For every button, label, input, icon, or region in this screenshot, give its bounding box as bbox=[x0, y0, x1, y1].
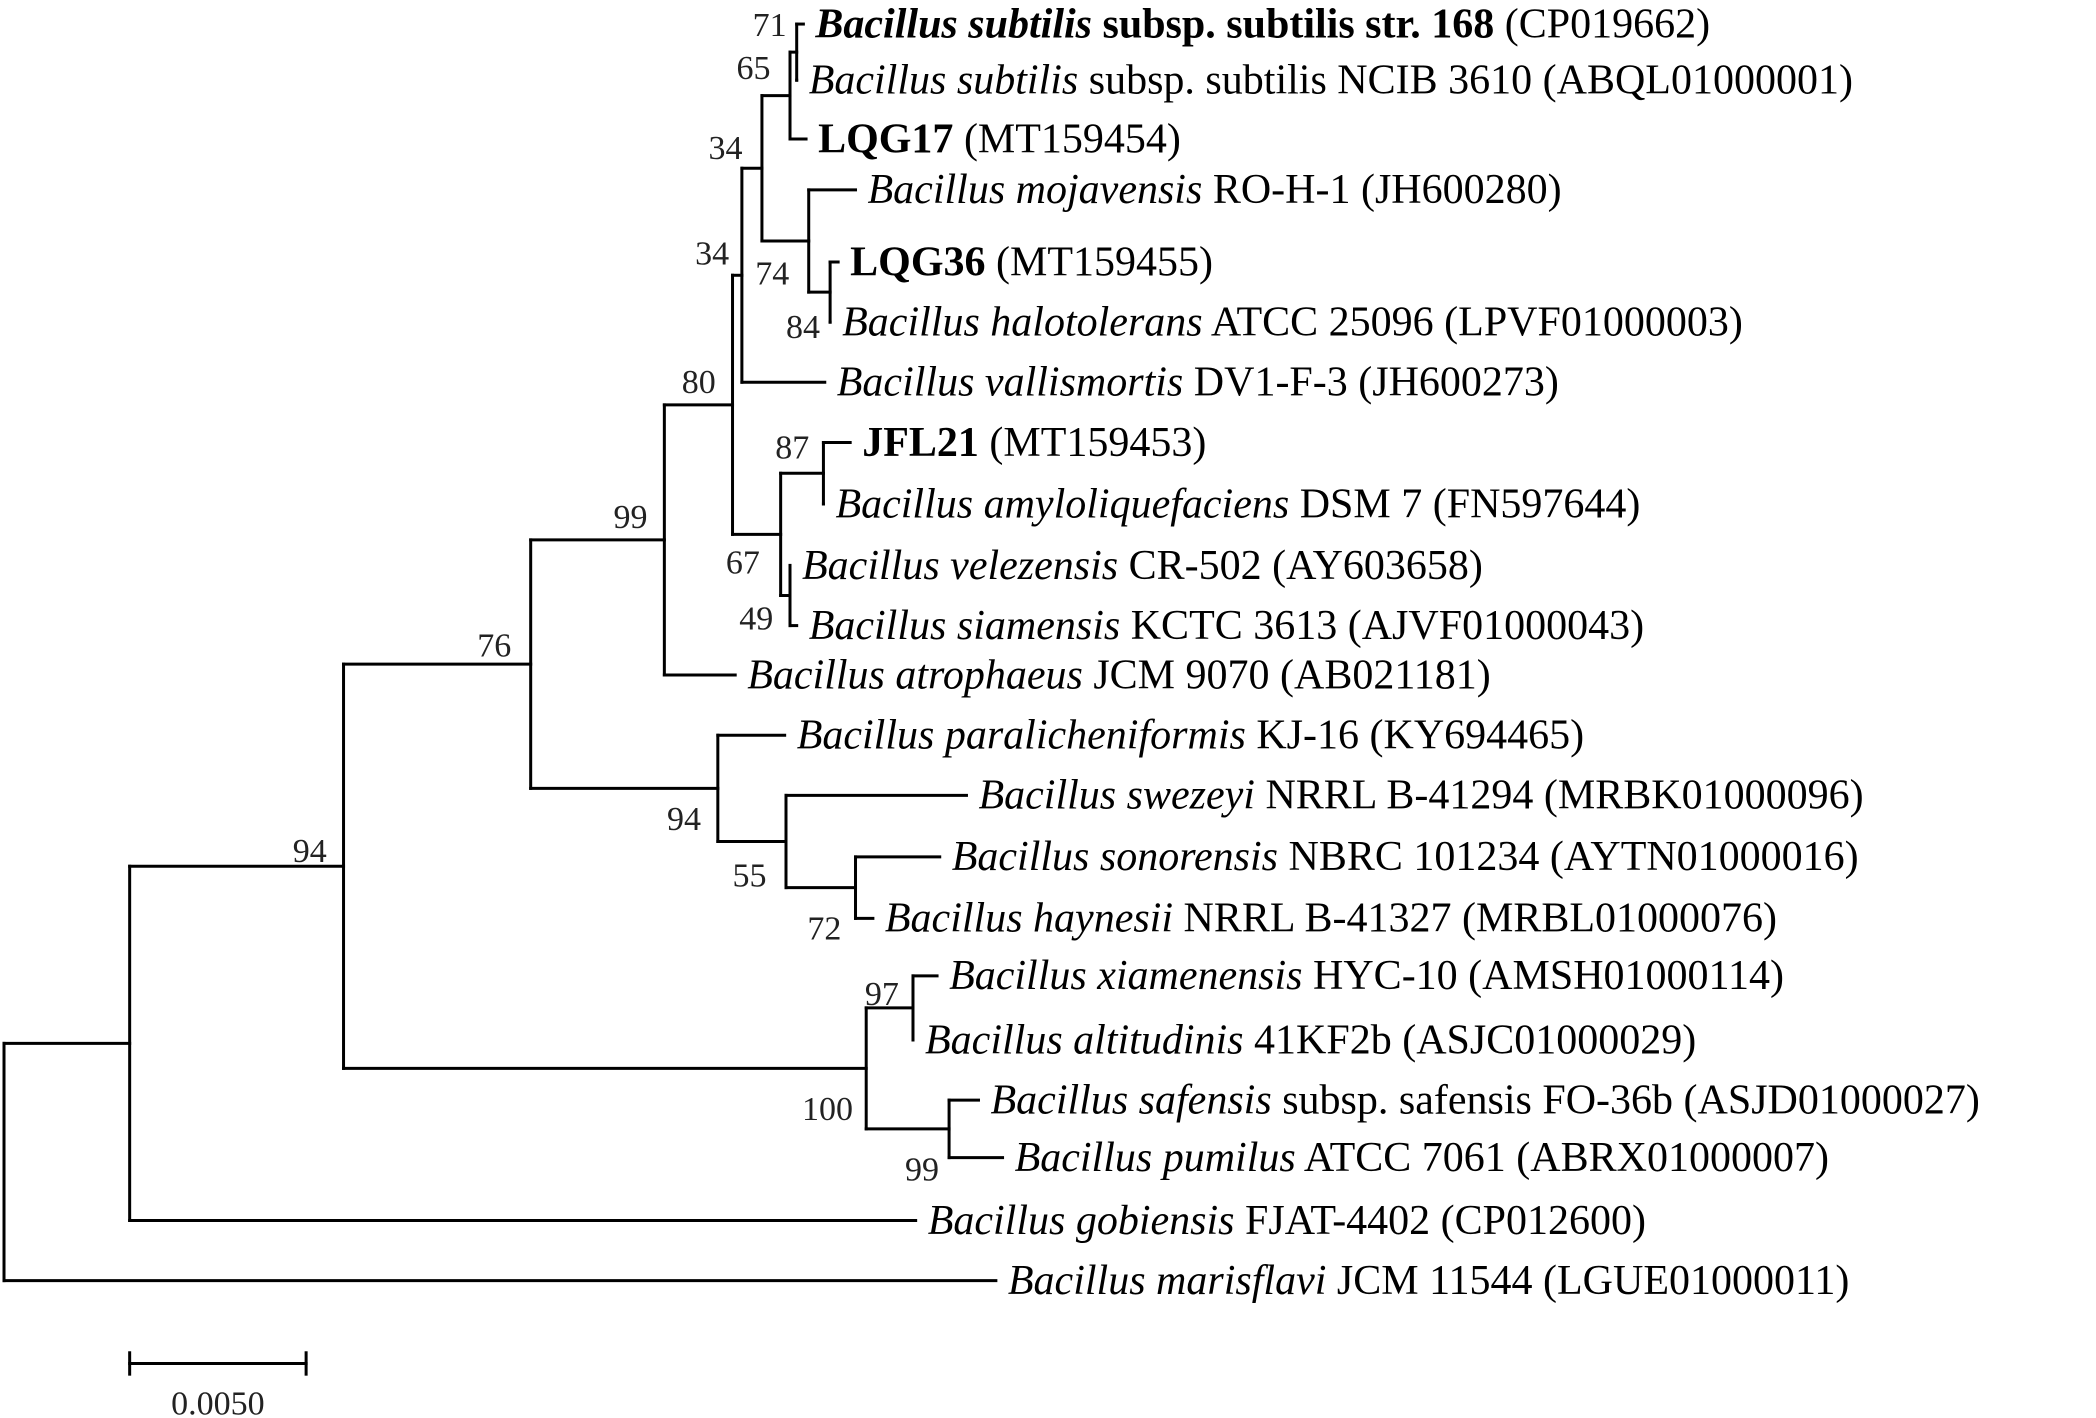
taxon-label-part: Bacillus velezensis bbox=[802, 543, 1118, 589]
taxon-label: Bacillus marisflavi JCM 11544 (LGUE01000… bbox=[1008, 1258, 1850, 1304]
taxon-label-part: (MT159454) bbox=[953, 116, 1180, 162]
bootstrap-value: 99 bbox=[614, 499, 648, 536]
taxon-label-part: subsp. subtilis NCIB 3610 (ABQL01000001) bbox=[1078, 58, 1853, 104]
bootstrap-value: 72 bbox=[807, 911, 841, 948]
taxon-label-part: 41KF2b (ASJC01000029) bbox=[1244, 1017, 1697, 1063]
bootstrap-value: 76 bbox=[477, 627, 511, 664]
taxon-label-part: NRRL B-41327 (MRBL01000076) bbox=[1173, 896, 1777, 942]
taxon-label-part: Bacillus xiamenensis bbox=[949, 953, 1302, 999]
taxon-label-part: JCM 11544 (LGUE01000011) bbox=[1326, 1258, 1849, 1304]
taxon-label: Bacillus mojavensis RO-H-1 (JH600280) bbox=[868, 167, 1562, 213]
taxon-label: Bacillus vallismortis DV1-F-3 (JH600273) bbox=[837, 360, 1559, 406]
bootstrap-value: 97 bbox=[865, 976, 899, 1013]
taxon-label: Bacillus subtilis subsp. subtilis str. 1… bbox=[814, 1, 1710, 47]
taxon-label-part: JFL21 bbox=[862, 420, 979, 466]
bootstrap-value: 74 bbox=[755, 256, 789, 293]
taxon-label-part: Bacillus sonorensis bbox=[952, 834, 1278, 880]
taxon-label: Bacillus haynesii NRRL B-41327 (MRBL0100… bbox=[885, 896, 1777, 942]
taxon-label-part: Bacillus subtilis bbox=[814, 1, 1092, 47]
taxon-label: Bacillus swezeyi NRRL B-41294 (MRBK01000… bbox=[978, 773, 1863, 819]
scale-bar-label: 0.0050 bbox=[171, 1385, 265, 1418]
taxon-label-part: Bacillus altitudinis bbox=[925, 1017, 1244, 1063]
bootstrap-value: 49 bbox=[739, 601, 773, 638]
taxon-label: LQG36 (MT159455) bbox=[850, 239, 1213, 285]
taxon-label-part: LQG17 bbox=[818, 116, 953, 162]
taxon-label: Bacillus atrophaeus JCM 9070 (AB021181) bbox=[747, 652, 1491, 698]
taxon-label: Bacillus sonorensis NBRC 101234 (AYTN010… bbox=[952, 834, 1859, 880]
taxon-label: LQG17 (MT159454) bbox=[818, 116, 1181, 162]
bootstrap-value: 94 bbox=[293, 833, 327, 870]
taxon-label: Bacillus velezensis CR-502 (AY603658) bbox=[802, 543, 1483, 589]
taxon-label: Bacillus paralicheniformis KJ-16 (KY6944… bbox=[797, 713, 1584, 759]
taxon-label-part: NRRL B-41294 (MRBK01000096) bbox=[1255, 773, 1864, 819]
taxon-label: Bacillus siamensis KCTC 3613 (AJVF010000… bbox=[809, 603, 1644, 649]
taxon-label-part: ATCC 25096 (LPVF01000003) bbox=[1203, 300, 1743, 346]
taxon-label-part: Bacillus haynesii bbox=[885, 896, 1173, 942]
bootstrap-value: 99 bbox=[905, 1151, 939, 1188]
taxon-label-part: Bacillus siamensis bbox=[809, 603, 1121, 649]
taxon-label-part: HYC-10 (AMSH01000114) bbox=[1303, 953, 1784, 999]
taxon-label-part: Bacillus amyloliquefaciens bbox=[835, 481, 1289, 527]
bootstrap-value: 94 bbox=[667, 801, 701, 838]
taxon-label-part: Bacillus swezeyi bbox=[978, 773, 1254, 819]
taxon-label: Bacillus safensis subsp. safensis FO-36b… bbox=[991, 1078, 1980, 1124]
taxon-label-part: ATCC 7061 (ABRX01000007) bbox=[1296, 1135, 1829, 1181]
taxon-label: Bacillus altitudinis 41KF2b (ASJC0100002… bbox=[925, 1017, 1696, 1063]
taxon-label-part: (CP019662) bbox=[1494, 1, 1710, 47]
taxon-label: Bacillus xiamenensis HYC-10 (AMSH0100011… bbox=[949, 953, 1784, 999]
taxon-label-part: Bacillus mojavensis bbox=[868, 167, 1203, 213]
taxon-label-part: JCM 9070 (AB021181) bbox=[1083, 652, 1491, 698]
taxon-label-part: NBRC 101234 (AYTN01000016) bbox=[1278, 834, 1859, 880]
taxon-label-part: KCTC 3613 (AJVF01000043) bbox=[1120, 603, 1644, 649]
bootstrap-value: 34 bbox=[708, 130, 742, 167]
taxon-label-part: subsp. safensis FO-36b (ASJD01000027) bbox=[1272, 1078, 1980, 1124]
bootstrap-value: 100 bbox=[802, 1091, 853, 1128]
taxon-label-part: Bacillus atrophaeus bbox=[747, 652, 1083, 698]
taxon-label-part: (MT159455) bbox=[986, 239, 1213, 285]
taxon-label-part: Bacillus pumilus bbox=[1015, 1135, 1296, 1181]
bootstrap-value: 34 bbox=[695, 236, 729, 273]
bootstrap-value: 84 bbox=[786, 309, 820, 346]
taxon-label: Bacillus halotolerans ATCC 25096 (LPVF01… bbox=[842, 300, 1743, 346]
bootstrap-value: 55 bbox=[733, 857, 767, 894]
taxon-label-part: Bacillus gobiensis bbox=[928, 1198, 1235, 1244]
taxon-label: Bacillus subtilis subsp. subtilis NCIB 3… bbox=[809, 58, 1853, 104]
taxon-label-part: Bacillus halotolerans bbox=[842, 300, 1202, 346]
taxon-label-part: (MT159453) bbox=[979, 420, 1206, 466]
taxon-label-part: Bacillus vallismortis bbox=[837, 360, 1184, 406]
bootstrap-value: 67 bbox=[726, 544, 760, 581]
taxon-label: Bacillus gobiensis FJAT-4402 (CP012600) bbox=[928, 1198, 1646, 1244]
taxon-label-part: DV1-F-3 (JH600273) bbox=[1183, 360, 1559, 406]
taxon-label-part: FJAT-4402 (CP012600) bbox=[1235, 1198, 1647, 1244]
bootstrap-value: 65 bbox=[737, 50, 771, 87]
taxon-label-part: subsp. subtilis str. 168 bbox=[1092, 1, 1494, 47]
taxon-label-part: LQG36 bbox=[850, 239, 985, 285]
taxon-label: Bacillus amyloliquefaciens DSM 7 (FN5976… bbox=[835, 481, 1640, 527]
taxon-label-part: Bacillus safensis bbox=[991, 1078, 1272, 1124]
taxon-label-part: Bacillus marisflavi bbox=[1008, 1258, 1327, 1304]
bootstrap-value: 80 bbox=[682, 364, 716, 401]
bootstrap-value: 87 bbox=[775, 430, 809, 467]
taxon-label-part: Bacillus paralicheniformis bbox=[797, 713, 1246, 759]
taxon-label-part: CR-502 (AY603658) bbox=[1118, 543, 1483, 589]
taxon-label-part: Bacillus subtilis bbox=[809, 58, 1079, 104]
bootstrap-value: 71 bbox=[753, 7, 787, 44]
taxon-label: JFL21 (MT159453) bbox=[862, 420, 1206, 466]
taxon-label-part: DSM 7 (FN597644) bbox=[1289, 481, 1640, 527]
taxon-label-part: RO-H-1 (JH600280) bbox=[1202, 167, 1561, 213]
taxon-label-part: KJ-16 (KY694465) bbox=[1246, 713, 1584, 759]
taxon-label: Bacillus pumilus ATCC 7061 (ABRX01000007… bbox=[1015, 1135, 1829, 1181]
